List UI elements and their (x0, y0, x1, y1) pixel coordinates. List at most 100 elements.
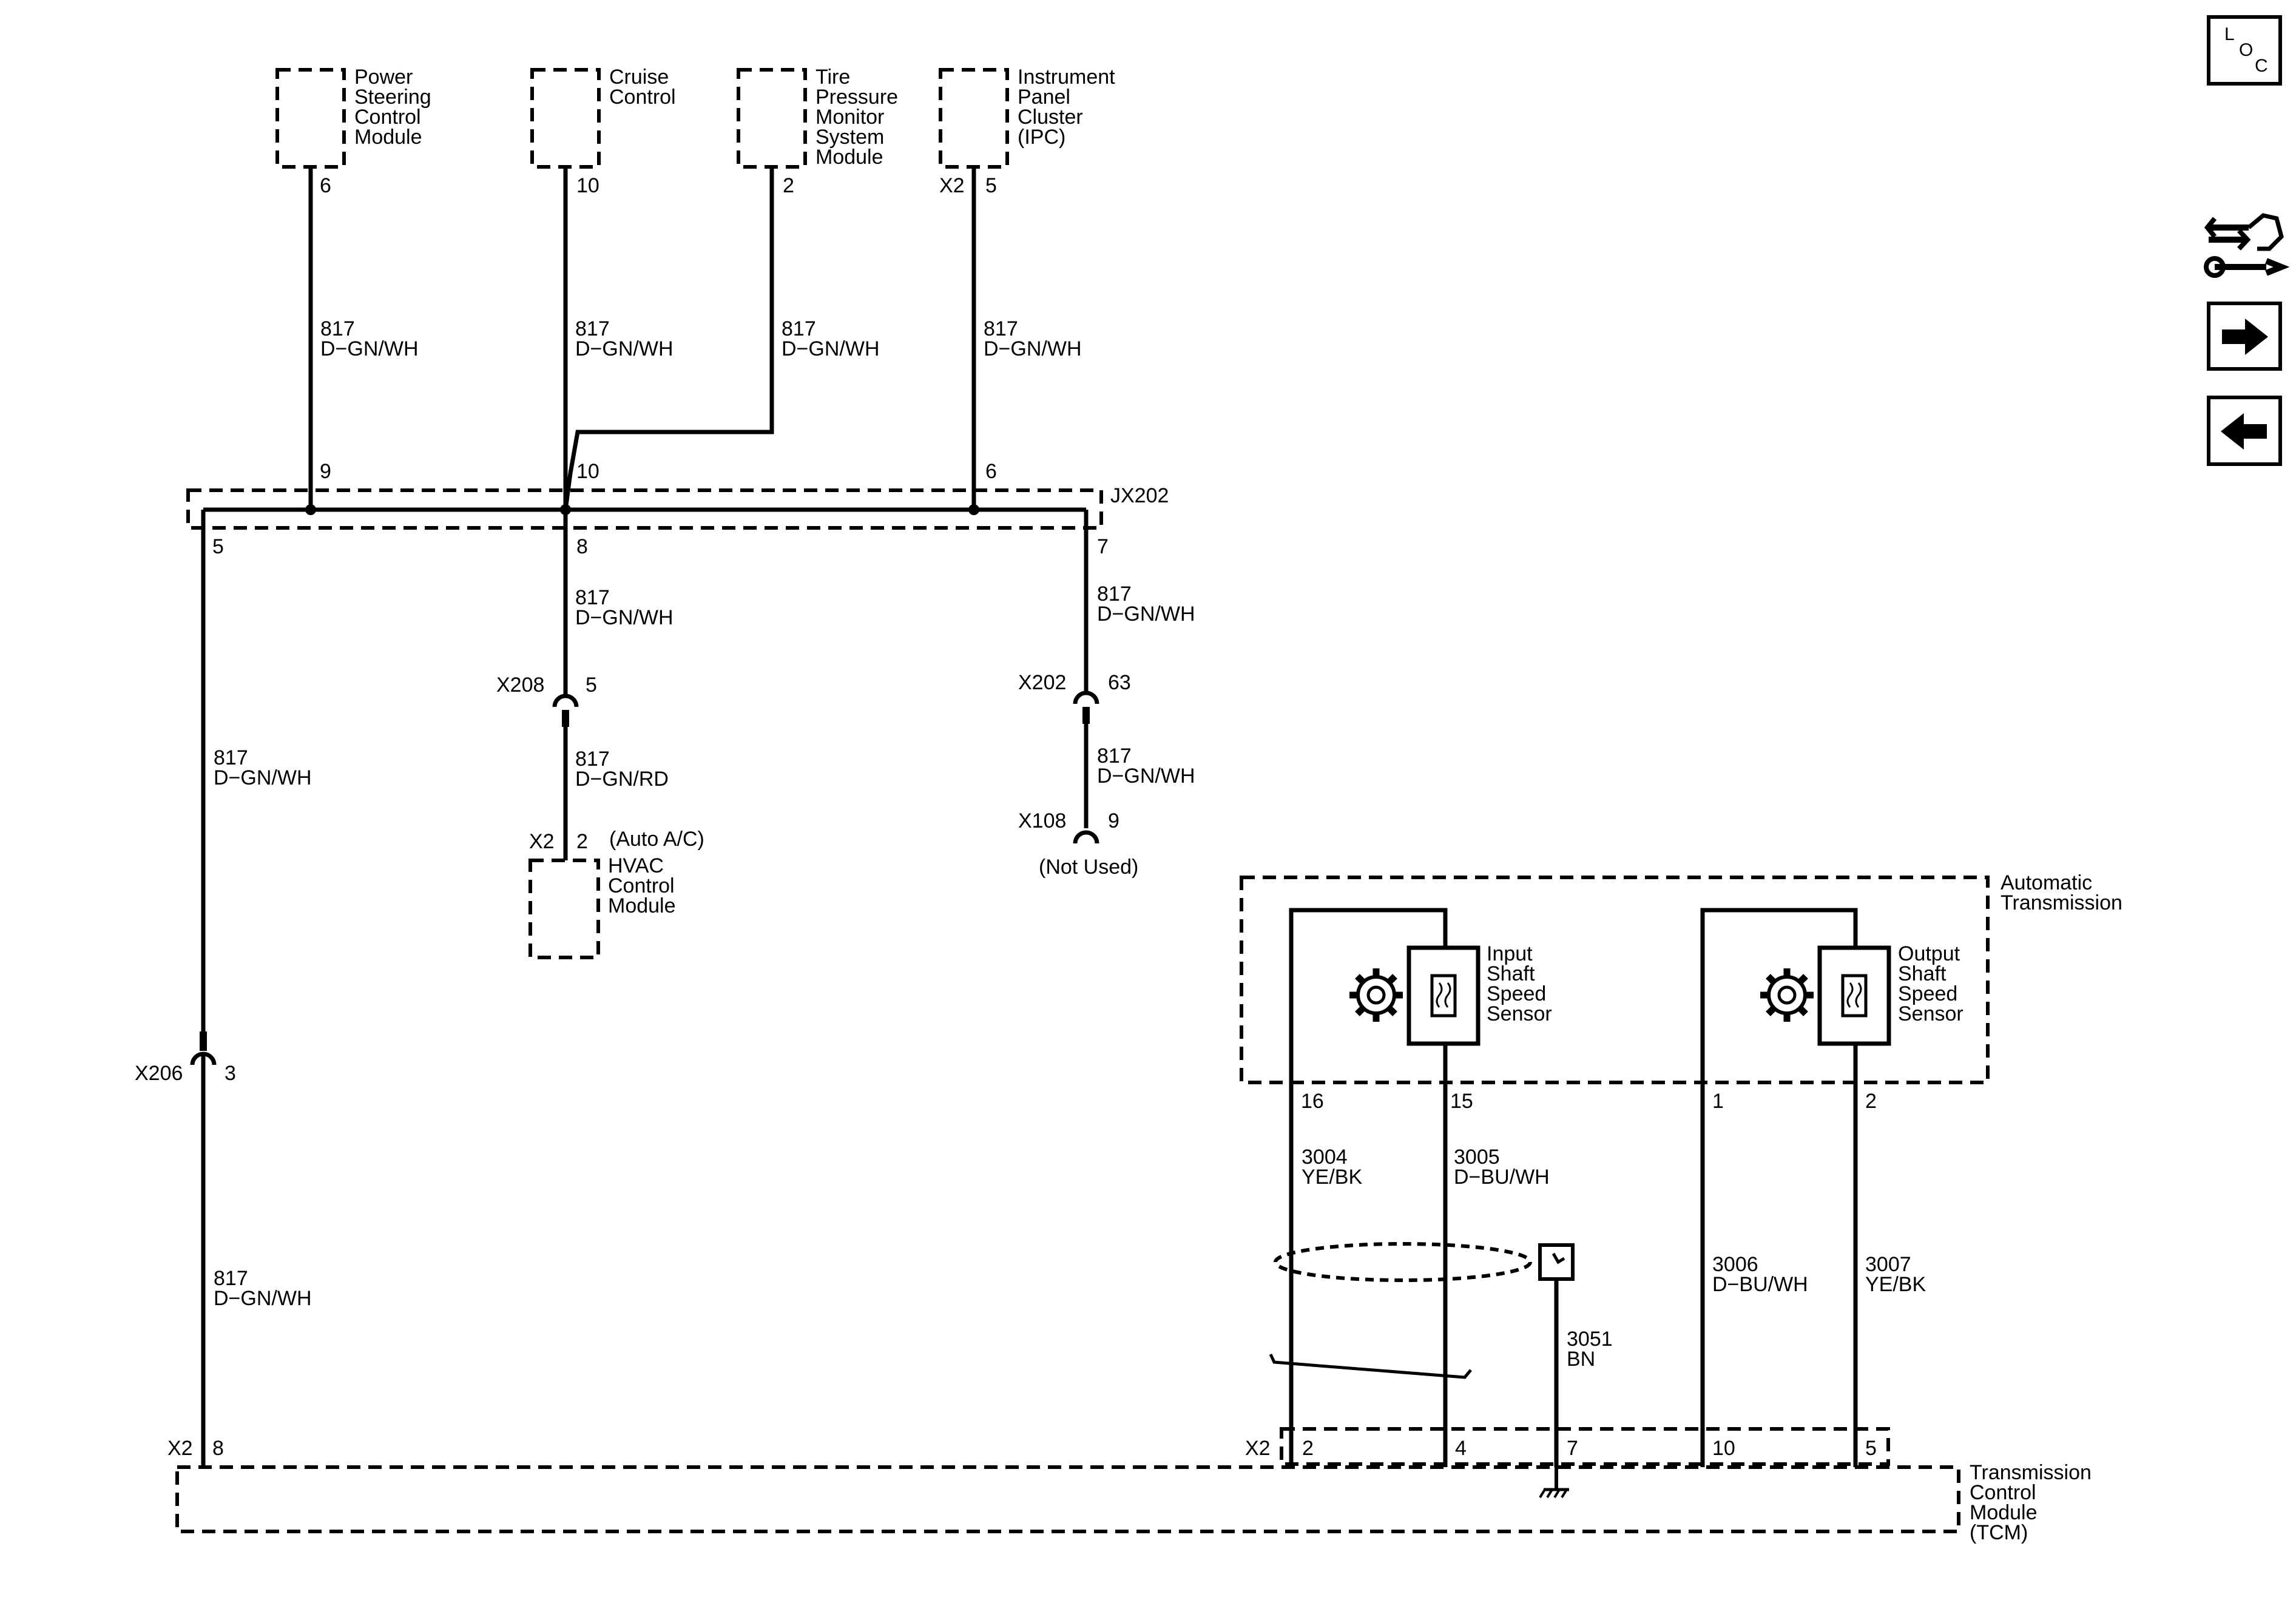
iss-coil-icon (1436, 982, 1451, 1008)
iss-gear-icon (1349, 968, 1403, 1022)
ipc-box (939, 68, 1009, 169)
wire-left-lower-circuit: 817 (214, 1267, 248, 1290)
component-locator-button[interactable]: L O C (2207, 15, 2282, 86)
wire-mid-upper-circuit: 817 (575, 586, 610, 609)
wire-right-lower-color: D−GN/WH (1097, 765, 1195, 788)
wire-tpms-color: D−GN/WH (782, 337, 880, 360)
locator-letter-l: L (2224, 24, 2235, 44)
locator-letter-c: C (2255, 56, 2268, 76)
tcm-box (175, 1465, 1960, 1533)
tcm-label-2: Control (1970, 1481, 2036, 1504)
tpms-label-2: Pressure (815, 86, 898, 109)
tcm-pin-4: 4 (1455, 1437, 1467, 1460)
ipc-label-4: (IPC) (1018, 126, 1065, 149)
cruise-control-box (530, 68, 601, 169)
oss-gear-icon (1760, 968, 1814, 1022)
splice-jx202-label: JX202 (1110, 484, 1169, 507)
iss-label-3: Speed (1487, 982, 1546, 1005)
next-page-button[interactable] (2207, 302, 2282, 371)
tcm-pin-10: 10 (1712, 1437, 1735, 1460)
wire-3004-color: YE/BK (1302, 1166, 1362, 1189)
hvac-note: (Auto A/C) (609, 828, 704, 851)
twisted-pair-shield (1274, 1242, 1532, 1282)
tcm-pin-8: 8 (212, 1437, 224, 1460)
tpms-label-3: Monitor (815, 106, 884, 129)
tcm-left-connector-x2: X2 (167, 1437, 193, 1460)
tcm-pin-5: 5 (1865, 1437, 1877, 1460)
jx-pin-7: 7 (1097, 535, 1109, 558)
right-arrow-icon (2222, 319, 2268, 355)
tpms-module-box (737, 68, 807, 169)
x202-female-socket (1073, 690, 1099, 704)
oss-label-3: Speed (1898, 982, 1957, 1005)
wire-mid-lower-circuit: 817 (575, 748, 610, 771)
cruise-label-1: Cruise (609, 66, 669, 89)
power-steering-label-1: Power (354, 66, 413, 89)
hvac-module-box (528, 859, 600, 959)
x208-male-pin (562, 710, 569, 727)
wire-cruise-color: D−GN/WH (575, 337, 674, 360)
connector-end-view-icon[interactable] (2204, 213, 2290, 278)
x208-pin: 5 (586, 673, 597, 697)
wire-psc-color: D−GN/WH (320, 337, 419, 360)
wire-tpms (563, 167, 774, 510)
jx-pin-5: 5 (212, 535, 224, 558)
wire-cruise-circuit: 817 (575, 317, 610, 340)
iss-label-4: Sensor (1487, 1002, 1552, 1025)
previous-page-button[interactable] (2207, 396, 2282, 466)
hvac-label-3: Module (608, 894, 676, 917)
wire-right-lower-circuit: 817 (1097, 744, 1132, 768)
trans-pin-16: 16 (1301, 1090, 1324, 1113)
wire-ipc-circuit: 817 (984, 317, 1018, 340)
ipc-label-2: Panel (1018, 86, 1070, 109)
x108-female-socket (1073, 830, 1099, 844)
auto-trans-label-1: Automatic (2001, 871, 2092, 894)
x202-male-pin (1082, 707, 1090, 724)
jx-pin-10: 10 (576, 460, 599, 483)
locator-letter-o: O (2239, 40, 2253, 60)
x202-pin: 63 (1108, 671, 1131, 694)
wire-mid-lower-color: D−GN/RD (575, 768, 669, 791)
iss-loop-wire (1289, 908, 1448, 1467)
wire-3051-color: BN (1567, 1348, 1595, 1371)
hvac-pin-2: 2 (576, 830, 588, 853)
hvac-label-2: Control (608, 874, 675, 897)
cruise-label-2: Control (609, 86, 676, 109)
x108-connector-label: X108 (1018, 809, 1066, 832)
trans-pin-2: 2 (1865, 1090, 1877, 1113)
auto-trans-label-2: Transmission (2001, 891, 2122, 914)
oss-sensor-body (1817, 945, 1891, 1046)
x208-connector-label: X208 (496, 673, 544, 697)
wire-right-upper-circuit: 817 (1097, 582, 1132, 606)
oss-label-1: Output (1898, 942, 1960, 965)
iss-label-1: Input (1487, 942, 1533, 965)
wire-3007-circuit: 3007 (1865, 1253, 1911, 1276)
x202-connector-label: X202 (1018, 671, 1066, 694)
wire-psc-circuit: 817 (320, 317, 355, 340)
splice-node-psc (305, 504, 316, 515)
wire-3004-circuit: 3004 (1302, 1146, 1348, 1169)
pin-cruise-10: 10 (576, 174, 599, 197)
power-steering-label-4: Module (354, 126, 422, 149)
trans-pin-15: 15 (1450, 1090, 1473, 1113)
wire-left-upper-color: D−GN/WH (214, 766, 312, 789)
x206-pin: 3 (225, 1062, 236, 1085)
wire-mid-upper-color: D−GN/WH (575, 606, 674, 629)
hvac-label-1: HVAC (608, 854, 664, 877)
oss-sensor-element (1841, 974, 1868, 1018)
x206-connector-label: X206 (135, 1062, 183, 1085)
tpms-label-4: System (815, 126, 884, 149)
x208-female-socket (552, 694, 579, 707)
left-arrow-icon (2221, 413, 2267, 450)
pin-tpms-2: 2 (783, 174, 794, 197)
hvac-connector-x2: X2 (529, 830, 555, 853)
iss-sensor-body (1406, 945, 1481, 1046)
power-steering-label-2: Steering (354, 86, 431, 109)
x206-female-socket (190, 1052, 217, 1065)
jx-pin-8: 8 (576, 535, 588, 558)
ipc-connector-x2: X2 (939, 174, 965, 197)
wire-3051-circuit: 3051 (1567, 1328, 1613, 1351)
wire-left-lower-color: D−GN/WH (214, 1287, 312, 1310)
wire-left-upper-circuit: 817 (214, 746, 248, 769)
